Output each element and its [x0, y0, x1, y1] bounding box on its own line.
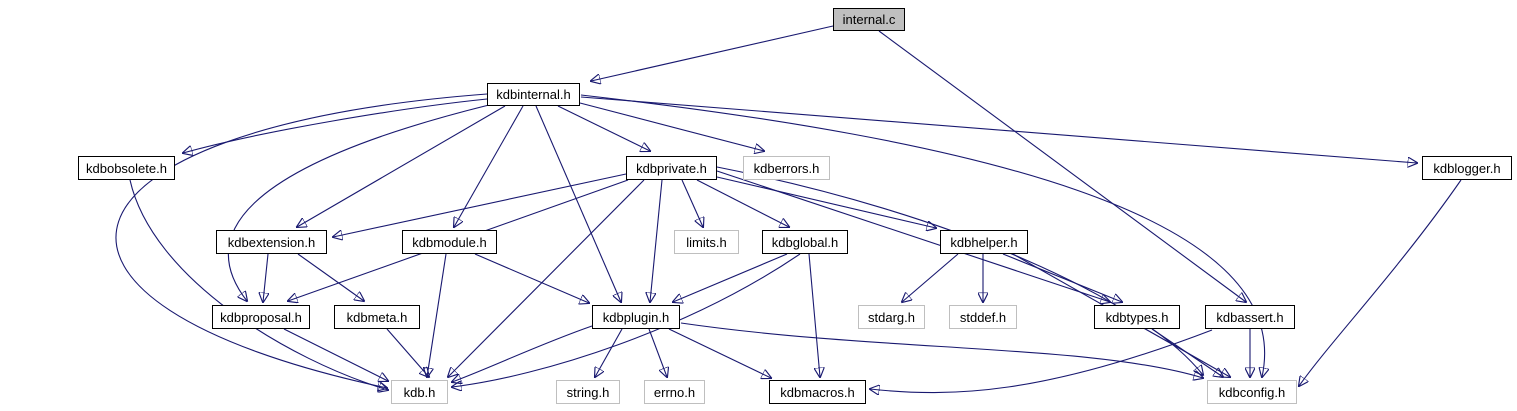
edge-kdbglobal-h-to-kdbmacros-h [808, 253, 820, 377]
edge-kdbinternal-h-to-kdblogger-h [580, 96, 1417, 163]
node-kdbconfig-h: kdbconfig.h [1207, 380, 1297, 404]
edge-kdbinternal-h-to-kdbobsolete-h [183, 98, 488, 153]
edge-kdbprivate-h-to-kdbglobal-h [696, 179, 789, 227]
edge-kdbinternal-h-to-kdbprivate-h [557, 105, 650, 151]
edge-kdbinternal-h-to-kdbextension-h [297, 105, 506, 227]
edge-kdbhelper-h-to-kdbtypes-h [1002, 253, 1122, 302]
edge-kdbprivate-h-to-kdbconfig-h [716, 166, 1203, 375]
edge-internal-c-to-kdbinternal-h [591, 25, 834, 81]
node-kdbplugin-h[interactable]: kdbplugin.h [592, 305, 680, 329]
edge-kdbprivate-h-to-kdbtypes-h [716, 170, 1110, 302]
edge-kdbplugin-h-to-errno-h [648, 328, 667, 377]
node-kdblogger-h[interactable]: kdblogger.h [1422, 156, 1512, 180]
node-kdbproposal-h[interactable]: kdbproposal.h [212, 305, 310, 329]
edge-kdbplugin-h-to-kdbconfig-h [680, 322, 1203, 378]
edge-kdbextension-h-to-kdbproposal-h [263, 253, 268, 302]
node-stdarg-h: stdarg.h [858, 305, 925, 329]
node-kdbobsolete-h[interactable]: kdbobsolete.h [78, 156, 175, 180]
edge-kdbprivate-h-to-kdbhelper-h [716, 176, 936, 228]
node-internal-c: internal.c [833, 8, 905, 31]
edge-kdbprivate-h-to-limits-h [681, 179, 703, 227]
edge-kdbglobal-h-to-kdbplugin-h [673, 253, 788, 302]
edge-kdbprivate-h-to-kdb-h [448, 179, 645, 377]
node-errno-h: errno.h [644, 380, 705, 404]
edge-kdbassert-h-to-kdbmacros-h [870, 329, 1213, 393]
node-kdbprivate-h[interactable]: kdbprivate.h [626, 156, 717, 180]
node-kdbinternal-h[interactable]: kdbinternal.h [487, 83, 580, 106]
node-kdbhelper-h[interactable]: kdbhelper.h [940, 230, 1028, 254]
node-kdbextension-h[interactable]: kdbextension.h [216, 230, 327, 254]
edge-kdbplugin-h-to-string-h [595, 328, 623, 377]
node-kdbmacros-h[interactable]: kdbmacros.h [769, 380, 866, 404]
node-limits-h: limits.h [674, 230, 739, 254]
edge-kdbplugin-h-to-kdb-h [452, 325, 593, 382]
edge-kdblogger-h-to-kdbconfig-h [1299, 179, 1462, 386]
node-kdbglobal-h[interactable]: kdbglobal.h [762, 230, 848, 254]
node-kdbmodule-h[interactable]: kdbmodule.h [402, 230, 497, 254]
edge-kdbobsolete-h-to-kdb-h [129, 179, 388, 390]
edge-kdbproposal-h-to-kdb-h [283, 328, 388, 381]
edge-kdbextension-h-to-kdbmeta-h [297, 253, 364, 301]
edge-kdbhelper-h-to-stdarg-h [902, 253, 959, 302]
node-string-h: string.h [556, 380, 620, 404]
edge-kdbinternal-h-to-kdberrors-h [579, 102, 764, 151]
edge-kdbmeta-h-to-kdb-h [386, 328, 429, 377]
edge-kdbinternal-h-to-kdb-h [115, 93, 488, 388]
node-stddef-h: stddef.h [949, 305, 1017, 329]
edge-kdbprivate-h-to-kdbplugin-h [650, 179, 663, 302]
edge-kdbinternal-h-to-kdbproposal-h [227, 104, 490, 301]
node-kdberrors-h: kdberrors.h [743, 156, 830, 180]
edge-kdbplugin-h-to-kdbmacros-h [668, 328, 771, 378]
node-kdbtypes-h[interactable]: kdbtypes.h [1094, 305, 1180, 329]
edge-kdbprivate-h-to-kdbextension-h [333, 173, 627, 237]
edge-kdbinternal-h-to-kdbmodule-h [454, 105, 524, 227]
edge-kdbmodule-h-to-kdbplugin-h [474, 253, 589, 303]
node-kdb-h: kdb.h [391, 380, 448, 404]
node-kdbmeta-h[interactable]: kdbmeta.h [334, 305, 420, 329]
edge-internal-c-to-kdbassert-h [878, 30, 1246, 302]
edge-kdbinternal-h-to-kdbplugin-h [535, 105, 621, 302]
edge-kdbglobal-h-to-kdb-h [452, 253, 801, 387]
edge-kdbtypes-h-to-kdbconfig-h [1151, 328, 1223, 377]
edge-kdbmodule-h-to-kdb-h [427, 253, 447, 377]
node-kdbassert-h[interactable]: kdbassert.h [1205, 305, 1295, 329]
